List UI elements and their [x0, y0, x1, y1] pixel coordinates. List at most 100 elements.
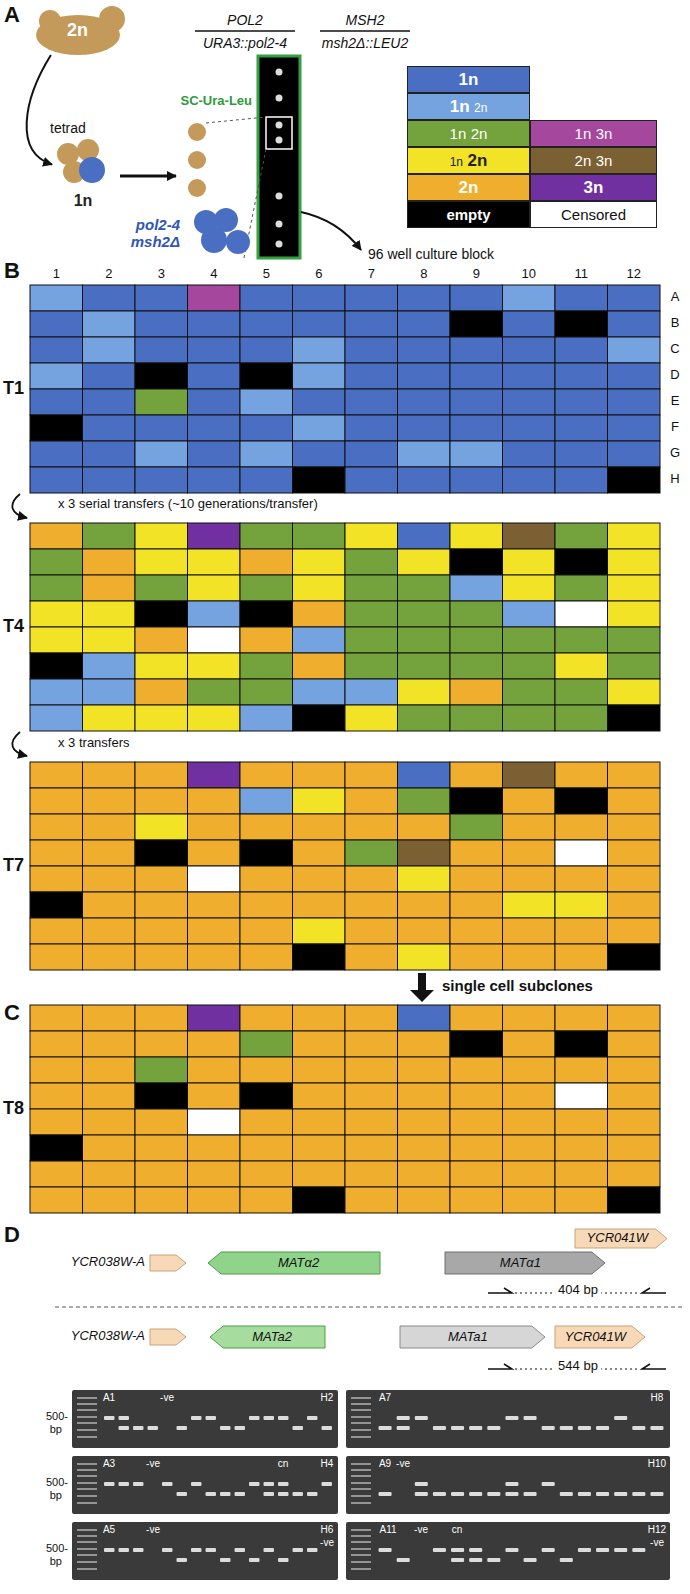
well-cell [240, 1161, 293, 1187]
well-cell [555, 1187, 608, 1213]
well-cell [188, 892, 241, 918]
well-cell [555, 627, 608, 653]
well-cell [608, 1187, 661, 1213]
timepoint-label: T8 [3, 1098, 24, 1119]
legend-swatch: 1n 3n [530, 120, 657, 147]
pcr-band [177, 1492, 187, 1496]
haploid-spore [79, 157, 105, 183]
pcr-band [433, 1548, 446, 1552]
well-cell [555, 441, 608, 467]
well-cell [503, 415, 556, 441]
well-cell [450, 944, 503, 970]
primer [488, 1364, 512, 1369]
well-cell [398, 944, 451, 970]
step-label: single cell subclones [442, 977, 593, 994]
well-cell [240, 814, 293, 840]
well-cell [608, 705, 661, 731]
well-cell [398, 549, 451, 575]
well-cell [240, 389, 293, 415]
well-cell [450, 866, 503, 892]
ladder-band [77, 1475, 97, 1477]
legend-text: 1n 2n [450, 97, 488, 117]
ladder-band [351, 1436, 371, 1438]
pcr-band [650, 1426, 663, 1430]
genotype-label: POL2 [227, 12, 263, 28]
pcr-band [307, 1416, 317, 1420]
well-cell [608, 866, 661, 892]
well-cell [293, 1161, 346, 1187]
well-cell [608, 523, 661, 549]
well-cell [83, 788, 136, 814]
ladder-band [351, 1541, 371, 1543]
timepoint-label: T7 [3, 855, 24, 876]
well-cell [135, 467, 188, 493]
node-text: MATa2 [252, 1330, 292, 1345]
gel [346, 1390, 670, 1448]
well-cell [555, 549, 608, 575]
well-cell [555, 653, 608, 679]
well-cell [293, 1057, 346, 1083]
pcr-band [505, 1416, 518, 1420]
well-cell [398, 441, 451, 467]
well-cell [608, 389, 661, 415]
pcr-band [278, 1416, 288, 1420]
well-cell [30, 918, 83, 944]
well-cell [83, 814, 136, 840]
well-cell [608, 285, 661, 311]
transfer-note: x 3 transfers [58, 736, 130, 751]
lane-label: A3 [103, 1458, 115, 1470]
well-cell [188, 575, 241, 601]
pcr-band [596, 1548, 609, 1552]
well-cell [450, 285, 503, 311]
lane-label: -ve [650, 1537, 664, 1549]
well-cell [398, 1057, 451, 1083]
well-cell [240, 1187, 293, 1213]
well-cell [608, 1135, 661, 1161]
well-cell [83, 549, 136, 575]
well-cell [83, 762, 136, 788]
well-cell [30, 762, 83, 788]
well-cell [555, 601, 608, 627]
well-cell [30, 1161, 83, 1187]
culture-grids [30, 285, 660, 1213]
legend-text: 2n [459, 178, 479, 198]
pcr-band [293, 1548, 303, 1552]
pcr-band [505, 1482, 518, 1486]
well-cell [398, 705, 451, 731]
well-cell [555, 705, 608, 731]
pcr-band [578, 1426, 591, 1430]
pcr-band [278, 1482, 288, 1486]
well-cell [555, 1005, 608, 1031]
well-cell [188, 549, 241, 575]
well-cell [240, 467, 293, 493]
well-cell [345, 549, 398, 575]
lane-label: -ve [320, 1537, 334, 1549]
cell-node: pol2-4 msh2Δ [118, 206, 258, 260]
well-cell [240, 311, 293, 337]
well-cell [555, 814, 608, 840]
well-cell [135, 415, 188, 441]
well-cell [345, 1161, 398, 1187]
pcr-band [469, 1426, 482, 1430]
pcr-band [133, 1426, 143, 1430]
well-cell [83, 311, 136, 337]
pcr-band [542, 1426, 555, 1430]
legend-swatch: 2n [407, 174, 530, 201]
well-cell [503, 337, 556, 363]
well-cell [293, 944, 346, 970]
gene-box: MATα1 [445, 1252, 605, 1274]
well-cell [188, 1109, 241, 1135]
well-cell [135, 1083, 188, 1109]
well-cell [30, 337, 83, 363]
grid-index: D [670, 368, 679, 383]
pcr-band [104, 1416, 114, 1420]
well-cell [240, 1031, 293, 1057]
ladder-band [351, 1409, 371, 1411]
pcr-band [560, 1492, 573, 1496]
pcr-band [397, 1558, 410, 1562]
well-cell [450, 679, 503, 705]
well-cell [135, 1057, 188, 1083]
pcr-band [632, 1426, 645, 1430]
well-cell [608, 788, 661, 814]
well-cell [450, 627, 503, 653]
